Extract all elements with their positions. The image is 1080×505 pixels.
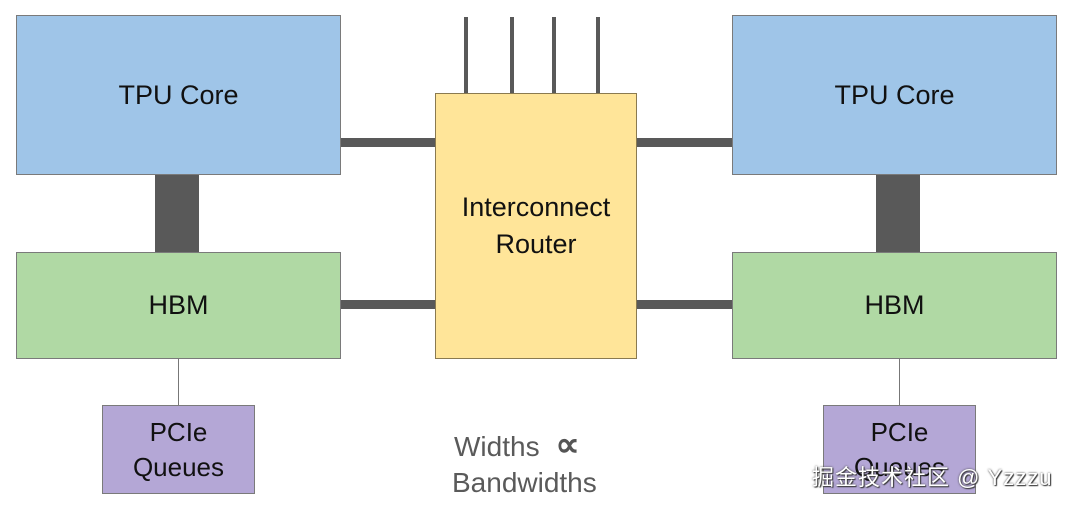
router-external-link [464, 17, 468, 94]
left-tpu-core-label: TPU Core [118, 79, 239, 110]
right-hbm-label: HBM [864, 290, 925, 320]
right-hbm: HBM [732, 252, 1057, 359]
link-right-hbm-router [636, 300, 732, 309]
right-pcie-label-line2: Queues [853, 451, 946, 482]
link-left-core-hbm [155, 175, 199, 252]
router-label-line1: Interconnect [461, 192, 611, 222]
link-right-hbm-pcie [899, 359, 900, 405]
left-pcie-label-line1: PCIe [149, 416, 208, 447]
link-left-hbm-router [341, 300, 435, 309]
left-pcie-label-line2: Queues [132, 451, 225, 482]
right-pcie-queues: PCIe Queues [823, 405, 976, 494]
right-tpu-core-label: TPU Core [834, 79, 955, 110]
router-external-link [596, 17, 600, 94]
left-hbm: HBM [16, 252, 341, 359]
link-right-core-hbm [876, 175, 920, 252]
link-left-core-router [341, 138, 435, 147]
watermark: 掘金技术社区 @ Yzzzu [812, 465, 1053, 490]
proportional-icon: ∝ [555, 426, 580, 464]
right-pcie-label-line1: PCIe [870, 416, 929, 447]
left-pcie-queues: PCIe Queues [102, 405, 255, 494]
link-right-core-router [636, 138, 732, 147]
interconnect-router: Interconnect Router [435, 93, 637, 359]
right-tpu-core: TPU Core [732, 15, 1057, 175]
legend-bandwidths: Bandwidths [452, 467, 597, 499]
legend-line1: Widths [454, 431, 540, 462]
legend-widths: Widths ∝ [454, 425, 580, 465]
left-hbm-label: HBM [148, 290, 209, 320]
legend-line2: Bandwidths [452, 467, 597, 498]
router-external-link [552, 17, 556, 94]
router-external-link [510, 17, 514, 94]
router-label-line2: Router [495, 229, 577, 259]
link-left-hbm-pcie [178, 359, 179, 405]
left-tpu-core: TPU Core [16, 15, 341, 175]
